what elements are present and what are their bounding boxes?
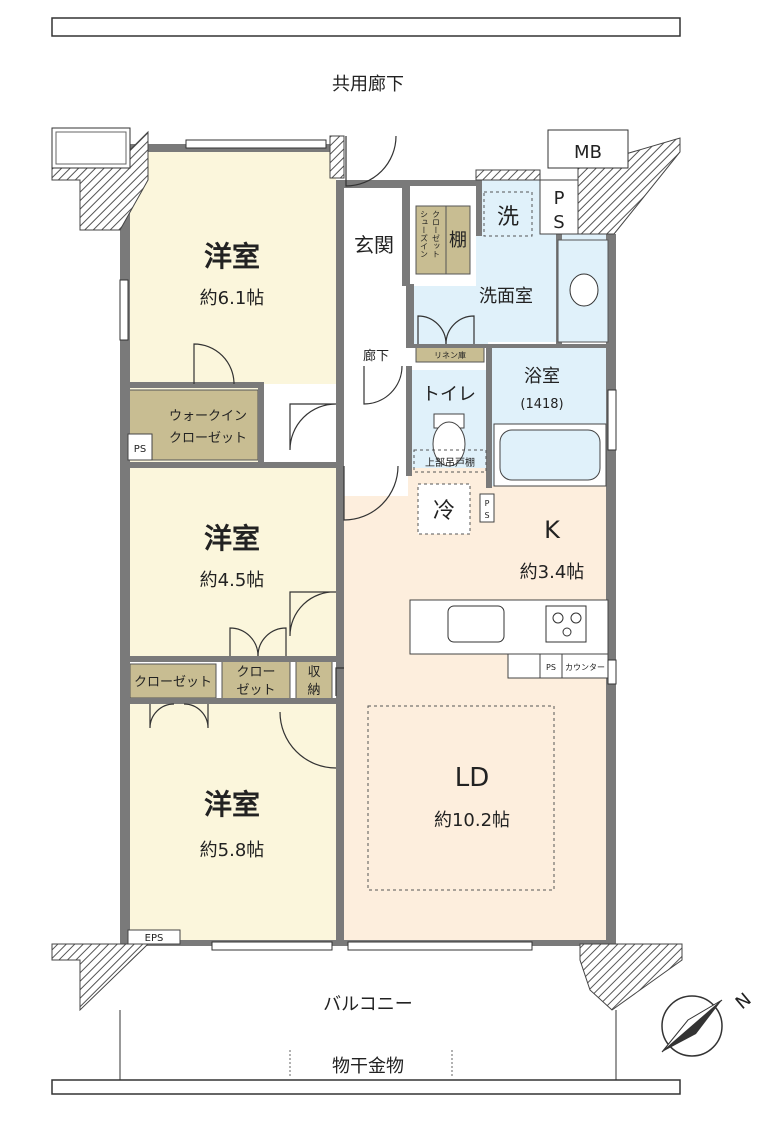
kitchen-size: 約3.4帖: [520, 562, 585, 583]
bedroom2-area: [128, 466, 336, 658]
ld-rug-outline: [367, 705, 555, 891]
washbasin-icon: [569, 273, 599, 307]
upper-shelf-box: [413, 449, 487, 473]
shelf-label: 棚: [449, 230, 467, 251]
upper-shelf-label: 上部吊戸棚: [425, 456, 475, 469]
bedroom1-area: [128, 152, 336, 384]
walkin-label-1: ウォークイン: [169, 409, 247, 424]
bathroom-label: 浴室: [524, 366, 560, 387]
stove-icon: [545, 605, 587, 643]
mb-label: MB: [574, 142, 602, 163]
ps-kitchen-box: [539, 653, 563, 679]
laundry-box: [483, 191, 533, 237]
shoe-closet-label-2: クローゼット: [432, 210, 441, 258]
living-name: LD: [455, 763, 490, 793]
closet-a-label: クローゼット: [134, 675, 212, 690]
corridor-label: 共用廊下: [332, 74, 404, 95]
sink-icon: [447, 605, 505, 643]
linen-label: リネン庫: [434, 350, 466, 360]
drying-rack-label: 物干金物: [332, 1056, 404, 1077]
ps-kitchen: PS: [546, 663, 556, 672]
entrance-label: 玄関: [354, 233, 394, 257]
closet-b-label-1: クロー: [236, 665, 275, 680]
storage-label-2: 納: [307, 683, 320, 698]
laundry-label: 洗: [497, 205, 519, 230]
ps-top-s: S: [553, 212, 564, 233]
shoe-closet-label-1: シューズイン: [420, 210, 429, 258]
bedroom2-size: 約4.5帖: [200, 570, 265, 591]
bedroom2-name: 洋室: [204, 522, 260, 555]
living-size: 約10.2帖: [434, 810, 510, 831]
fridge-label: 冷: [433, 499, 455, 524]
toilet-icon: [432, 421, 466, 467]
windows: [119, 139, 617, 951]
corridor-rail: [51, 17, 681, 37]
eps-box: [127, 929, 181, 945]
fridge-box: [417, 483, 471, 535]
ps-wc-s: S: [484, 511, 489, 520]
washroom-label: 洗面室: [479, 286, 533, 307]
bedroom3-area: [128, 702, 336, 942]
storage-label-1: 収: [307, 665, 320, 680]
doors: [149, 135, 475, 769]
closet-b-label-2: ゼット: [236, 683, 275, 698]
washroom-lower-area: [412, 286, 488, 344]
ps-wc: [479, 493, 495, 523]
north-label: N: [732, 989, 756, 1014]
toilet-label: トイレ: [422, 384, 476, 405]
mb-box: [547, 129, 629, 169]
bedroom3-name: 洋室: [204, 788, 260, 821]
closet-a: [129, 663, 217, 699]
hallway-label: 廊下: [363, 348, 389, 364]
balcony-label: バルコニー: [323, 994, 413, 1015]
balcony-rail: [51, 1079, 681, 1095]
compass-icon: N: [661, 989, 756, 1057]
bedroom1-size: 約6.1帖: [200, 288, 265, 309]
ldk-area: [344, 496, 608, 940]
bedroom1-name: 洋室: [204, 240, 260, 273]
shelf: [445, 205, 471, 275]
counter-label: カウンター: [565, 663, 605, 672]
bedroom3-size: 約5.8帖: [200, 840, 265, 861]
ps-wc-p: P: [485, 499, 490, 508]
ps-top: [539, 179, 579, 235]
ps-walkin: PS: [134, 444, 146, 455]
bathtub-icon: [499, 429, 601, 481]
bathroom-size: (1418): [520, 397, 563, 412]
walkin-label-2: クローゼット: [169, 431, 247, 446]
ps-top-p: P: [554, 188, 565, 209]
eps-label: EPS: [145, 933, 164, 944]
top-left-inner: [55, 131, 127, 165]
ps-walkin-box: [127, 433, 153, 461]
kitchen-name: K: [544, 516, 561, 544]
